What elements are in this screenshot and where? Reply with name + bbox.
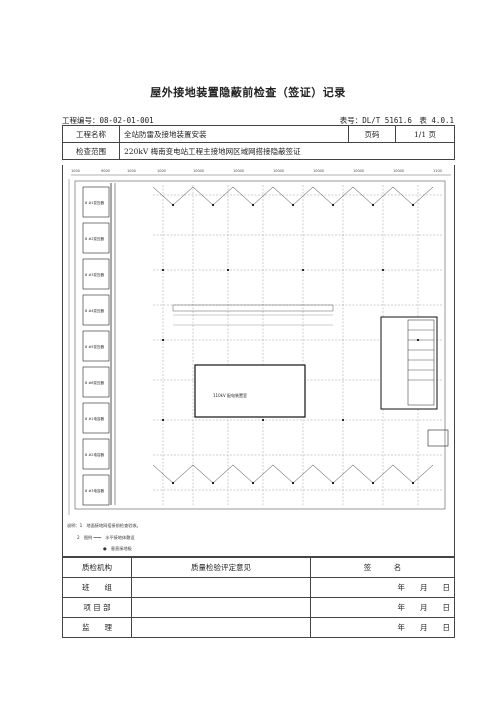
row-supervisor: 监 理	[62, 617, 132, 638]
room-box	[82, 366, 110, 398]
page-label: 页码	[348, 125, 396, 143]
dim-label: 10000	[233, 169, 244, 173]
dim-label: 10000	[393, 169, 404, 173]
scope-label: 检查范围	[62, 142, 120, 160]
room-label: 8 #1变压器	[85, 200, 104, 205]
sign-label: 签 名	[310, 557, 455, 578]
dim-label: 10000	[193, 169, 204, 173]
ground-rod	[211, 481, 215, 485]
scope-value: 220kV 梅南变电站工程主接地网区域网搭接隐蔽签证	[119, 142, 455, 160]
ground-rod	[341, 418, 345, 422]
room-label: 8 #2电容器	[85, 452, 104, 457]
row-team: 班 组	[62, 577, 132, 598]
row-project-dept: 项 目 部	[62, 597, 132, 618]
building-label: 110kV 配电装置室	[213, 392, 247, 398]
ground-rod	[226, 268, 230, 272]
ground-rod	[301, 268, 305, 272]
grounding-drawing: 1000 9000 1000 1000 10000 10000 10000 10000 1000…	[62, 165, 455, 557]
room-box	[82, 258, 110, 290]
ground-rod	[411, 481, 415, 485]
dim-label: 1000	[127, 169, 136, 173]
note-2: 2 图例 ═══ 水平接地体敷设	[77, 534, 135, 541]
room-box	[82, 222, 110, 254]
ground-rod	[371, 481, 375, 485]
dim-label: 1000	[71, 169, 80, 173]
date-team: 年 月 日	[310, 577, 455, 598]
ground-rod	[291, 481, 295, 485]
opinion-supervisor[interactable]	[131, 617, 311, 638]
room-box	[82, 186, 110, 218]
ground-rod	[161, 338, 165, 342]
ground-rod	[251, 481, 255, 485]
project-name-value: 全站防雷及接地装置安装	[119, 125, 349, 143]
note-3: ● 垂直接地极	[103, 545, 133, 552]
form-number: 表号：DL/T 5161.6 表 4.0.1	[339, 116, 454, 125]
room-label: 8 #1电容器	[85, 416, 104, 421]
room-label: 8 #3电容器	[85, 488, 104, 493]
ground-rod	[171, 203, 175, 207]
sign-table: 质检机构 质量检验评定意见 签 名 班 组 年 月 日 项 目 部 年 月 日 …	[62, 557, 455, 638]
dim-label: 9000	[101, 169, 110, 173]
room-label: 8 #3变压器	[85, 272, 104, 277]
room-box	[82, 330, 110, 362]
ground-rod	[331, 203, 335, 207]
room-label: 8 #5变压器	[85, 344, 104, 349]
opinion-project-dept[interactable]	[131, 597, 311, 618]
opinion-team[interactable]	[131, 577, 311, 598]
room-label: 8 #4变压器	[85, 308, 104, 313]
dim-label: 10000	[273, 169, 284, 173]
dim-label: 1000	[157, 169, 166, 173]
ground-rod	[291, 203, 295, 207]
page-value: 1/1 页	[395, 125, 455, 143]
opinion-label: 质量检验评定意见	[131, 557, 311, 578]
ground-rod	[171, 481, 175, 485]
ground-rod	[161, 418, 165, 422]
room-label: 8 #6变压器	[85, 380, 104, 385]
project-name-label: 工程名称	[62, 125, 120, 143]
ground-rod	[331, 481, 335, 485]
note-1: 说明：1 地面接地网搭接前检查验收。	[67, 522, 141, 529]
date-supervisor: 年 月 日	[310, 617, 455, 638]
dim-label: 10000	[353, 169, 364, 173]
grounding-plan-svg: 1000 9000 1000 1000 10000 10000 10000 10000 1000…	[67, 169, 451, 552]
page-title: 屋外接地装置隐蔽前检查（签证）记录	[150, 86, 346, 99]
ground-rod	[416, 338, 420, 342]
org-label: 质检机构	[62, 557, 132, 578]
room-box	[82, 294, 110, 326]
ground-rod	[161, 268, 165, 272]
ground-rod	[381, 268, 385, 272]
room-box	[82, 402, 110, 434]
ground-rod	[261, 418, 265, 422]
room-box	[82, 474, 110, 506]
room-box	[82, 438, 110, 470]
room-label: 8 #2变压器	[85, 236, 104, 241]
ground-rod	[411, 203, 415, 207]
dim-label: 10000	[313, 169, 324, 173]
date-project-dept: 年 月 日	[310, 597, 455, 618]
project-number: 工程编号：08-02-01-001	[62, 116, 154, 125]
header-table: 工程名称 全站防雷及接地装置安装 页码 1/1 页 检查范围 220kV 梅南变…	[62, 125, 455, 160]
dim-label: 1100	[433, 169, 442, 173]
ground-rod	[371, 203, 375, 207]
ground-rod	[251, 203, 255, 207]
ground-rod	[211, 203, 215, 207]
